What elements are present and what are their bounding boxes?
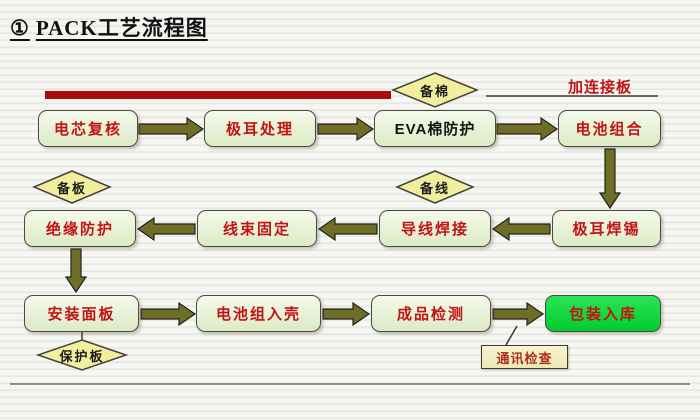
node-cell-recheck: 电芯复核 — [38, 110, 138, 147]
right-arrow-icon — [138, 116, 205, 142]
node-harness-fixing: 线束固定 — [197, 210, 317, 247]
diamond-shape-icon — [395, 170, 475, 204]
right-arrow-icon — [496, 116, 559, 142]
left-arrow-icon — [491, 216, 551, 242]
down-arrow-icon — [598, 148, 622, 210]
node-panel-install: 安装面板 — [24, 295, 139, 332]
node-tab-handling: 极耳处理 — [204, 110, 316, 147]
diamond-shape-icon — [32, 170, 112, 204]
node-final-inspection: 成品检测 — [371, 295, 491, 332]
node-wire-soldering: 导线焊接 — [379, 210, 491, 247]
node-packing-storage: 包装入库 — [545, 295, 661, 332]
left-arrow-icon — [136, 216, 196, 242]
diamond-shape-icon — [36, 339, 128, 371]
node-battery-assembly: 电池组合 — [558, 110, 661, 147]
diamond-shape-icon — [391, 72, 479, 108]
title-bullet: ① — [10, 16, 30, 40]
node-insulation-protection: 绝缘防护 — [24, 210, 136, 247]
comm-check-callout-line — [505, 325, 518, 346]
diamond-foam-prep: 备棉 — [391, 72, 479, 108]
node-eva-foam-protection: EVA棉防护 — [374, 110, 496, 147]
callout-add-connector: 加连接板 — [568, 79, 633, 96]
diamond-protection-board: 保护板 — [36, 339, 128, 371]
down-arrow-icon — [64, 248, 88, 294]
node-pack-into-case: 电池组入壳 — [196, 295, 321, 332]
diamond-label: 备线 — [419, 180, 450, 196]
title-text: PACK工艺流程图 — [35, 16, 208, 40]
right-arrow-icon — [140, 301, 197, 327]
diamond-label: 备板 — [56, 180, 87, 196]
right-arrow-icon — [317, 116, 375, 142]
left-arrow-icon — [317, 216, 378, 242]
diamond-label: 备棉 — [419, 83, 450, 99]
right-arrow-icon — [492, 301, 545, 327]
diamond-board-prep: 备板 — [32, 170, 112, 204]
right-arrow-icon — [322, 301, 371, 327]
diamond-wire-prep: 备线 — [395, 170, 475, 204]
callout-comm-check: 通讯检查 — [481, 345, 568, 369]
red-divider-bar — [45, 91, 391, 99]
diamond-label: 保护板 — [59, 348, 105, 364]
node-tab-soldering: 极耳焊锡 — [552, 210, 661, 247]
